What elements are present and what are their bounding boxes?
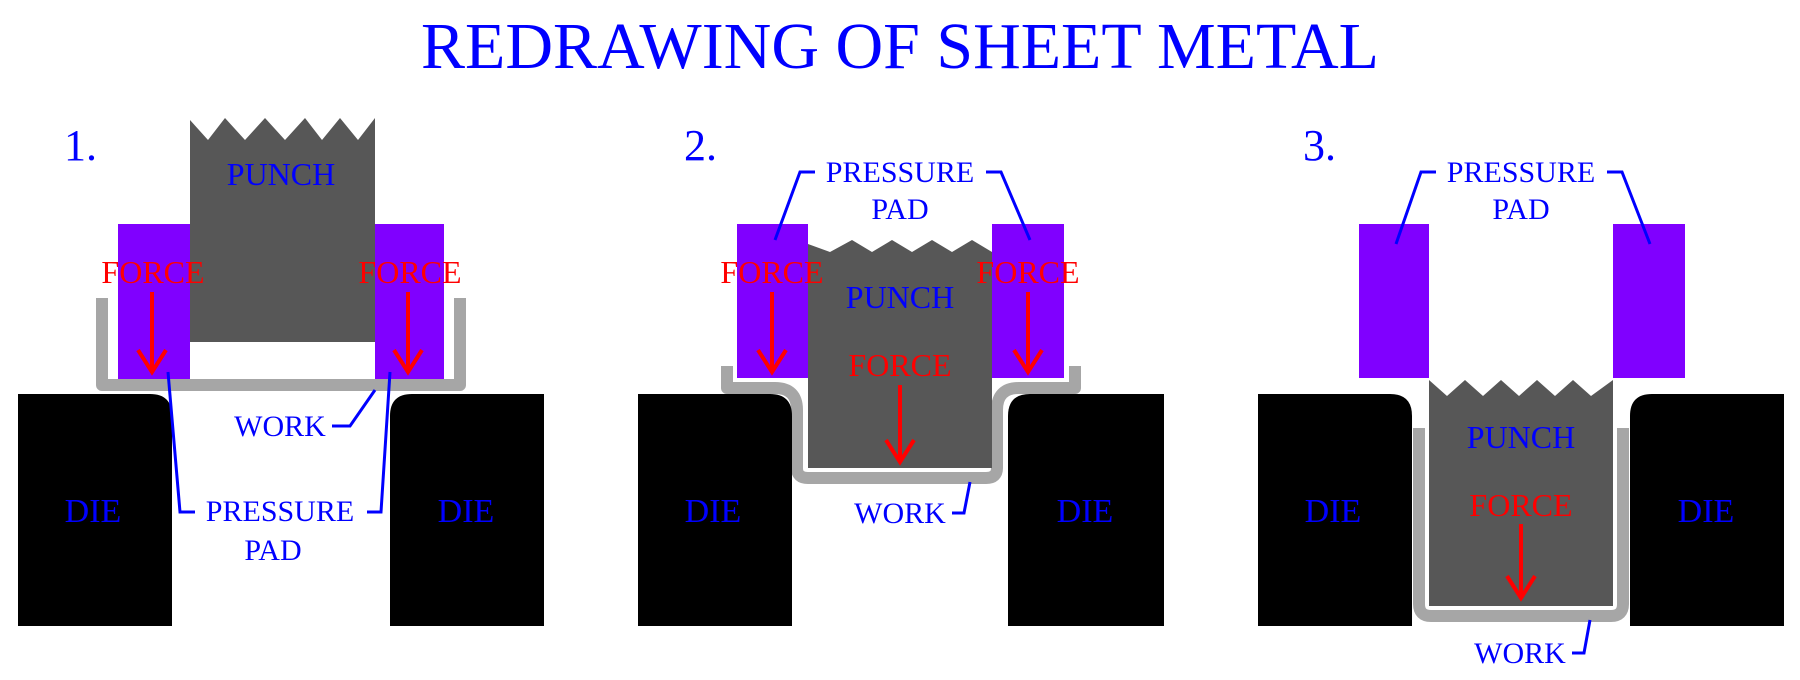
work-label: WORK: [1474, 637, 1566, 670]
punch-label: PUNCH: [227, 156, 335, 192]
pressure-pad-leader-left: [1394, 170, 1436, 245]
die-label-left: DIE: [1305, 493, 1362, 530]
die-left: [1258, 394, 1412, 626]
pressure-pad-leader-left: [773, 170, 815, 241]
work-leader: [952, 481, 972, 515]
pressure-pad-right: [1613, 224, 1685, 378]
force-label-center: FORCE: [848, 347, 951, 383]
work-sheet: [1413, 428, 1629, 622]
work-label: WORK: [234, 410, 326, 443]
pressure-pad-label-line1: PRESSURE: [1447, 156, 1595, 189]
force-arrow-left: [136, 292, 168, 374]
force-label-center: FORCE: [1469, 487, 1572, 523]
work-leader: [1572, 619, 1592, 655]
pressure-pad-label-line1: PRESSURE: [826, 156, 974, 189]
pressure-pad-leader-right: [367, 371, 392, 514]
force-arrow-center: [884, 385, 916, 464]
punch: [808, 240, 992, 468]
pressure-pad-label-line2: PAD: [1492, 193, 1549, 226]
pressure-pad-leader-left: [166, 371, 195, 514]
pressure-pad-leader-right: [986, 170, 1032, 241]
stage-number: 1.: [64, 121, 97, 170]
force-arrow-left: [756, 292, 788, 374]
pressure-pad-label-line2: PAD: [871, 193, 928, 226]
force-label-right: FORCE: [976, 254, 1079, 290]
die-label-right: DIE: [1678, 493, 1735, 530]
pressure-pad-leader-right: [1607, 170, 1652, 245]
work-leader: [332, 389, 377, 428]
die-right: [1630, 394, 1784, 626]
die-label-right: DIE: [438, 493, 495, 530]
force-arrow-right: [1012, 292, 1044, 374]
die-left: [638, 394, 792, 626]
pressure-pad-left: [1359, 224, 1429, 378]
force-label-left: FORCE: [720, 254, 823, 290]
stage-number: 3.: [1303, 121, 1336, 170]
diagram-title: REDRAWING OF SHEET METAL: [421, 10, 1379, 83]
force-arrow-center: [1505, 524, 1537, 600]
punch: [190, 118, 375, 342]
stage-number: 2.: [684, 121, 717, 170]
die-label-left: DIE: [65, 493, 122, 530]
die-right: [390, 394, 544, 626]
die-right: [1008, 394, 1164, 626]
force-label-left: FORCE: [101, 254, 204, 290]
die-left: [18, 394, 172, 626]
work-sheet: [96, 298, 466, 391]
die-label-right: DIE: [1057, 493, 1114, 530]
punch-label: PUNCH: [1467, 419, 1575, 455]
stage-2: 2. PUNCH FORCE FORCE FORCE DIE DIE: [638, 121, 1164, 626]
die-label-left: DIE: [685, 493, 742, 530]
work-sheet: [721, 366, 1081, 484]
stage-3: 3. PUNCH FORCE DIE DIE WORK PRESSURE PAD: [1258, 121, 1784, 670]
pressure-pad-label-line1: PRESSURE: [206, 495, 354, 528]
punch: [1429, 380, 1613, 606]
pressure-pad-label-line2: PAD: [244, 534, 301, 567]
punch-label: PUNCH: [846, 279, 954, 315]
stage-1: 1. PUNCH FORCE FORCE DIE DIE WORK PRESSU…: [18, 118, 544, 626]
work-label: WORK: [854, 497, 946, 530]
force-label-right: FORCE: [358, 254, 461, 290]
force-arrow-right: [392, 292, 424, 374]
